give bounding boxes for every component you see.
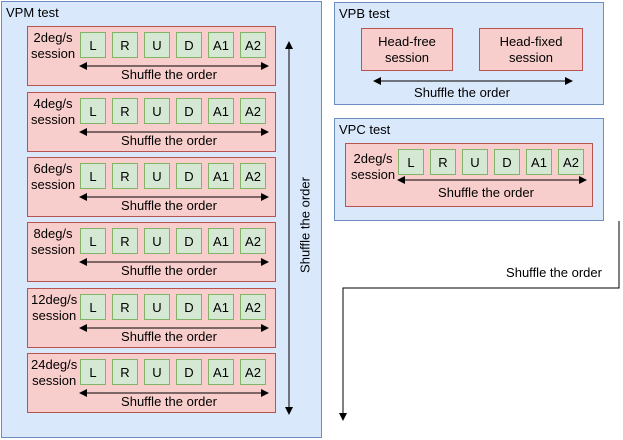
head-free-session: Head-free session — [361, 28, 453, 71]
condition-box: U — [144, 98, 170, 124]
vpm-session-label: 8deg/s session — [31, 226, 76, 257]
vpm-session-label: 4deg/s session — [31, 96, 76, 127]
condition-box: U — [144, 359, 170, 385]
condition-box: A2 — [240, 359, 266, 385]
condition-box: U — [144, 163, 170, 189]
condition-box: L — [80, 228, 106, 254]
condition-box: A1 — [526, 149, 552, 175]
condition-box: A1 — [208, 359, 234, 385]
condition-box: D — [176, 32, 202, 58]
condition-box: R — [112, 163, 138, 189]
condition-box: U — [144, 294, 170, 320]
vpm-session-shuffle-label: Shuffle the order — [121, 67, 217, 82]
condition-box: R — [112, 98, 138, 124]
condition-box: A1 — [208, 98, 234, 124]
vpm-session-shuffle-label: Shuffle the order — [121, 133, 217, 148]
condition-box: L — [80, 98, 106, 124]
condition-box: L — [80, 163, 106, 189]
vpm-session-shuffle-label: Shuffle the order — [121, 329, 217, 344]
condition-box: R — [430, 149, 456, 175]
vpc-title: VPC test — [339, 122, 391, 137]
vpc-session-label: 2deg/s session — [351, 151, 396, 182]
condition-box: A2 — [558, 149, 584, 175]
condition-box: D — [176, 98, 202, 124]
condition-box: U — [144, 32, 170, 58]
vpm-session-shuffle-label: Shuffle the order — [121, 263, 217, 278]
condition-box: R — [112, 228, 138, 254]
condition-box: U — [144, 228, 170, 254]
condition-box: D — [176, 359, 202, 385]
condition-box: U — [462, 149, 488, 175]
vpb-shuffle-label: Shuffle the order — [414, 85, 510, 100]
condition-box: A2 — [240, 32, 266, 58]
condition-box: D — [494, 149, 520, 175]
condition-box: A2 — [240, 98, 266, 124]
head-fixed-session: Head-fixed session — [479, 28, 583, 71]
condition-box: D — [176, 294, 202, 320]
condition-box: A2 — [240, 228, 266, 254]
vpm-session-label: 24deg/s session — [31, 357, 78, 388]
condition-box: D — [176, 163, 202, 189]
condition-box: A2 — [240, 163, 266, 189]
vpb-title: VPB test — [339, 6, 390, 21]
outer-shuffle-label: Shuffle the order — [506, 265, 602, 280]
vpm-session-label: 2deg/s session — [31, 30, 76, 61]
vpm-session-label: 6deg/s session — [31, 161, 76, 192]
vpm-session-shuffle-label: Shuffle the order — [121, 394, 217, 409]
vpm-shuffle-arrows — [79, 62, 269, 397]
condition-box: L — [80, 294, 106, 320]
condition-box: A1 — [208, 228, 234, 254]
vpm-session-label: 12deg/s session — [31, 292, 78, 323]
condition-box: A1 — [208, 163, 234, 189]
condition-box: L — [80, 359, 106, 385]
condition-box: R — [112, 294, 138, 320]
vpm-session-shuffle-label: Shuffle the order — [121, 198, 217, 213]
outer-shuffle-arrow — [339, 221, 620, 421]
condition-box: A2 — [240, 294, 266, 320]
vpm-title: VPM test — [6, 5, 59, 20]
condition-box: R — [112, 32, 138, 58]
condition-box: R — [112, 359, 138, 385]
condition-box: A1 — [208, 294, 234, 320]
vpc-shuffle-label: Shuffle the order — [438, 185, 534, 200]
condition-box: L — [80, 32, 106, 58]
condition-box: L — [398, 149, 424, 175]
condition-box: A1 — [208, 32, 234, 58]
condition-box: D — [176, 228, 202, 254]
